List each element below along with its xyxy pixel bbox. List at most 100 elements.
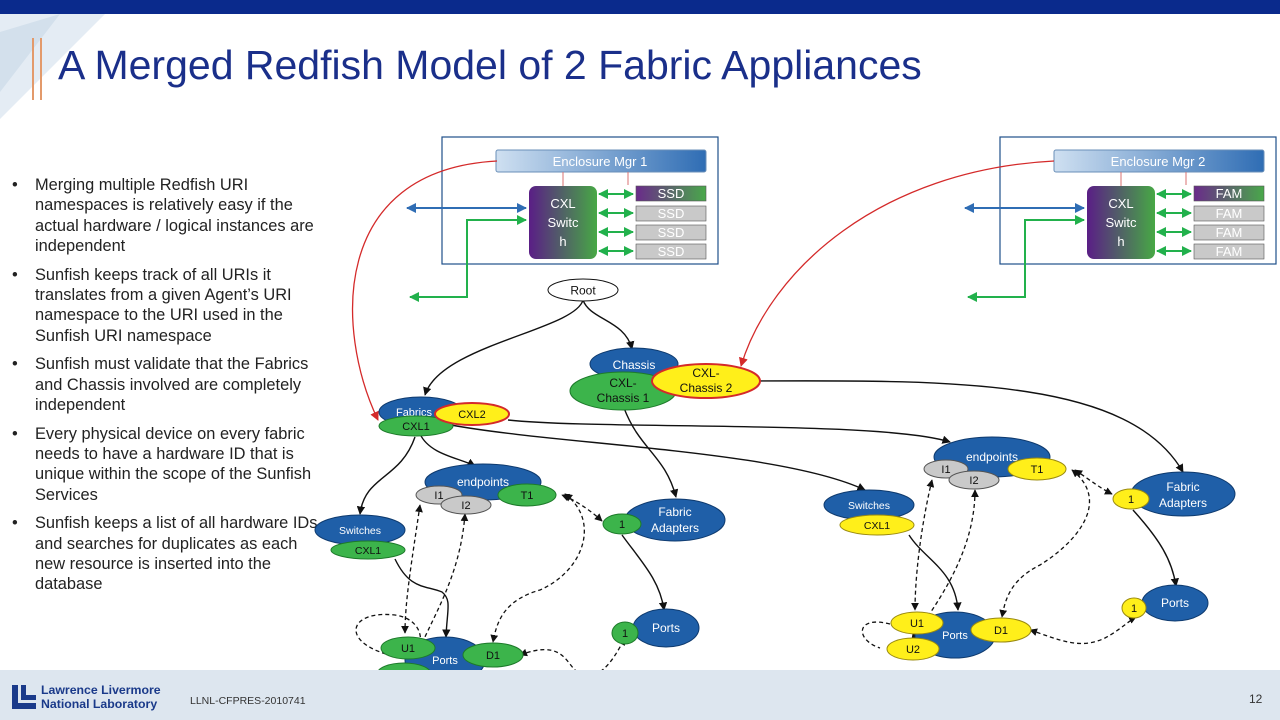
- d1-node: [462, 642, 524, 668]
- green-arrow: [967, 215, 1085, 302]
- bullet-list: Merging multiple Redfish URI namespaces …: [10, 175, 330, 603]
- t1-label-2: T1: [1031, 464, 1044, 476]
- ports-label-2: Ports: [1161, 596, 1189, 610]
- t1-node-2: [1007, 457, 1067, 481]
- adapter-1-node: [602, 513, 642, 535]
- u1-label-2: U1: [910, 618, 924, 630]
- top-banner: [0, 0, 1280, 14]
- i2-label-2: I2: [969, 475, 978, 487]
- ssd-label: SSD: [658, 206, 685, 221]
- root-node: [547, 278, 619, 302]
- cxl-chassis-1-label: Chassis 1: [597, 391, 650, 405]
- cxl-switch-1: [529, 186, 597, 259]
- enclosure-2: Enclosure Mgr 2 CXL Switc h FAM FAM FAM …: [964, 136, 1277, 302]
- bullet-item: Every physical device on every fabric ne…: [10, 424, 330, 505]
- switch-ports-label: Ports: [432, 655, 458, 667]
- root-label: Root: [570, 284, 596, 298]
- bullet-item: Sunfish keeps a list of all hardware IDs…: [10, 513, 330, 594]
- slide-title: A Merged Redfish Model of 2 Fabric Appli…: [58, 42, 922, 88]
- decorative-corner-graphic: [0, 14, 105, 119]
- ssd-box: [635, 224, 707, 241]
- chassis-label: Chassis: [613, 358, 656, 372]
- port-1-node: [611, 621, 639, 645]
- footer-bar: [0, 670, 1280, 720]
- i1-label: I1: [434, 490, 443, 502]
- cxl-chassis-2-node: [651, 363, 761, 399]
- d1-node-2: [970, 617, 1032, 643]
- fabric-adapters-label: Fabric: [658, 505, 691, 519]
- cxl-switch-1-label: CXL: [550, 196, 575, 211]
- fabric-adapters-label-2: Fabric: [1166, 480, 1199, 494]
- red-arrow: [351, 160, 498, 421]
- adapter-1-label-2: 1: [1128, 494, 1134, 506]
- d1-label-2: D1: [994, 625, 1008, 637]
- cxl-switch-2-label: Switc: [1105, 215, 1137, 230]
- org-name-line: National Laboratory: [41, 696, 158, 711]
- ssd-box: [635, 205, 707, 222]
- enclosure-mgr-2-label: Enclosure Mgr 2: [1111, 154, 1206, 169]
- u2-label-2: U2: [906, 644, 920, 656]
- d1-label: D1: [486, 650, 500, 662]
- cxl-chassis-1-label: CXL-: [609, 376, 636, 390]
- u1-node: [380, 636, 436, 660]
- cxl1-switch-node-2: [839, 514, 915, 536]
- cxl-switch-1-label: h: [559, 234, 566, 249]
- cxl-switch-2-label: h: [1117, 234, 1124, 249]
- green-arrow: [409, 215, 527, 302]
- enclosure-1: Enclosure Mgr 1 CXL Switc h SSD SSD SSD …: [406, 136, 719, 302]
- accent-line: [32, 38, 34, 100]
- port-1-label: 1: [622, 628, 628, 640]
- port-1-node-2: [1121, 597, 1147, 619]
- cxl-switch-2-label: CXL: [1108, 196, 1133, 211]
- u1-node-2: [890, 611, 944, 635]
- fam-label: FAM: [1216, 244, 1243, 259]
- fabric-adapters-label: Adapters: [651, 521, 699, 535]
- u1-label: U1: [401, 643, 415, 655]
- switches-label: Switches: [339, 525, 381, 537]
- endpoints-label: endpoints: [457, 475, 509, 489]
- cxl-chassis-2-label: Chassis 2: [680, 381, 733, 395]
- llnl-logo-icon: [12, 685, 36, 709]
- bullet-item: Sunfish must validate that the Fabrics a…: [10, 354, 330, 415]
- switches-label-2: Switches: [848, 500, 890, 512]
- fam-box: [1193, 185, 1265, 202]
- fam-label: FAM: [1216, 206, 1243, 221]
- org-name: Lawrence Livermore National Laboratory: [41, 683, 161, 711]
- bullet-item: Merging multiple Redfish URI namespaces …: [10, 175, 330, 256]
- accent-line: [40, 38, 42, 100]
- t1-label: T1: [521, 490, 534, 502]
- fam-label: FAM: [1216, 186, 1243, 201]
- fabric-adapters-label-2: Adapters: [1159, 496, 1207, 510]
- enclosure-mgr-1-label: Enclosure Mgr 1: [553, 154, 648, 169]
- ssd-box: [635, 185, 707, 202]
- fam-box: [1193, 205, 1265, 222]
- cxl1-label: CXL1: [402, 421, 430, 433]
- ssd-label: SSD: [658, 186, 685, 201]
- endpoints-label-2: endpoints: [966, 450, 1018, 464]
- cxl-switch-2: [1087, 186, 1155, 259]
- red-arrow: [739, 160, 1055, 367]
- switch-ports-label-2: Ports: [942, 630, 968, 642]
- cxl2-label: CXL2: [458, 409, 486, 421]
- org-name-line: Lawrence Livermore: [41, 683, 161, 697]
- page-number: 12: [1249, 692, 1263, 706]
- cxl1-switch-label-2: CXL1: [864, 520, 890, 532]
- ssd-label: SSD: [658, 225, 685, 240]
- document-id: LLNL-CFPRES-2010741: [190, 695, 306, 707]
- i1-label-2: I1: [941, 464, 950, 476]
- fam-box: [1193, 224, 1265, 241]
- cxl1-switch-label: CXL1: [355, 545, 381, 557]
- u2-node-2: [886, 637, 940, 661]
- ssd-box: [635, 243, 707, 260]
- t1-node: [497, 483, 557, 507]
- cxl2-node: [434, 402, 510, 426]
- bullet-item: Sunfish keeps track of all URIs it trans…: [10, 265, 330, 346]
- adapter-1-label: 1: [619, 519, 625, 531]
- fam-box: [1193, 243, 1265, 260]
- cxl1-node: [378, 415, 454, 437]
- ports-label: Ports: [652, 621, 680, 635]
- cxl-chassis-2-label: CXL-: [692, 366, 719, 380]
- ssd-label: SSD: [658, 244, 685, 259]
- cxl-switch-1-label: Switc: [547, 215, 579, 230]
